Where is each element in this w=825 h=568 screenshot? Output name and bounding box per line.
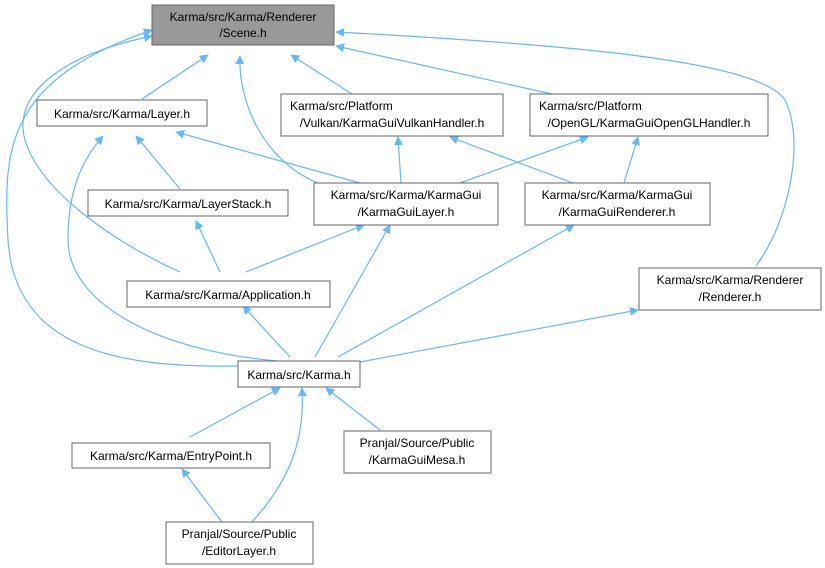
- node-guirenderer[interactable]: Karma/src/Karma/KarmaGui /KarmaGuiRender…: [524, 182, 711, 226]
- node-layerstack-line-1: Karma/src/Karma/LayerStack.h: [105, 197, 272, 211]
- edge-application-to-guilayer: [245, 223, 365, 273]
- node-karma[interactable]: Karma/src/Karma.h: [237, 360, 361, 388]
- edge-editorlayer-to-entrypoint: [181, 468, 223, 523]
- node-editorlayer[interactable]: Pranjal/Source/Public /EditorLayer.h: [165, 521, 314, 565]
- node-mesa-line-1: Pranjal/Source/Public: [360, 436, 475, 450]
- node-vulkan-line-1: Karma/src/Platform: [290, 99, 393, 113]
- node-layer[interactable]: Karma/src/Karma/Layer.h: [36, 99, 208, 127]
- node-scene-line-2: /Scene.h: [219, 26, 266, 40]
- edge-karma-to-renderer: [359, 307, 639, 363]
- edge-guilayer-to-opengl: [459, 135, 589, 184]
- node-renderer-line-1: Karma/src/Karma/Renderer: [657, 273, 804, 287]
- node-application[interactable]: Karma/src/Karma/Application.h: [126, 280, 331, 308]
- node-guirenderer-line-1: Karma/src/Karma/KarmaGui: [542, 188, 693, 202]
- edge-karma-to-guilayer: [314, 224, 391, 358]
- edge-karma-to-layer: [67, 135, 279, 362]
- node-guilayer[interactable]: Karma/src/Karma/KarmaGui /KarmaGuiLayer.…: [313, 182, 499, 226]
- node-layerstack[interactable]: Karma/src/Karma/LayerStack.h: [87, 189, 289, 217]
- edge-layerstack-to-layer: [135, 135, 181, 190]
- node-scene[interactable]: Karma/src/Karma/Renderer /Scene.h: [151, 4, 335, 46]
- node-scene-line-1: Karma/src/Karma/Renderer: [170, 10, 317, 24]
- edge-application-to-layerstack: [195, 220, 221, 273]
- node-karma-line-1: Karma/src/Karma.h: [247, 368, 350, 382]
- edge-guilayer-to-scene: [235, 55, 319, 184]
- node-renderer[interactable]: Karma/src/Karma/Renderer /Renderer.h: [638, 267, 822, 311]
- edge-karma-to-guirenderer: [337, 224, 575, 358]
- node-editorlayer-line-1: Pranjal/Source/Public: [182, 527, 297, 541]
- edge-opengl-to-scene: [335, 43, 553, 95]
- node-mesa-line-2: /KarmaGuiMesa.h: [369, 453, 466, 467]
- edge-guirenderer-to-vulkan: [449, 135, 574, 184]
- node-guirenderer-line-2: /KarmaGuiRenderer.h: [559, 205, 676, 219]
- edge-guirenderer-to-opengl: [623, 136, 640, 184]
- node-opengl-line-2: /OpenGL/KarmaGuiOpenGLHandler.h: [548, 116, 751, 130]
- edge-editorlayer-to-karma: [251, 387, 307, 523]
- edge-karma-to-application: [242, 305, 291, 358]
- node-editorlayer-line-2: /EditorLayer.h: [202, 544, 276, 558]
- node-entrypoint-line-1: Karma/src/Karma/EntryPoint.h: [90, 449, 252, 463]
- node-opengl[interactable]: Karma/src/Platform /OpenGL/KarmaGuiOpenG…: [529, 93, 769, 137]
- node-renderer-line-2: /Renderer.h: [699, 290, 762, 304]
- edge-karma-to-scene: [6, 28, 239, 367]
- edge-vulkan-to-scene: [290, 54, 353, 95]
- node-vulkan-line-2: /Vulkan/KarmaGuiVulkanHandler.h: [300, 116, 485, 130]
- node-vulkan[interactable]: Karma/src/Platform /Vulkan/KarmaGuiVulka…: [280, 93, 504, 137]
- edge-renderer-to-scene: [335, 27, 795, 267]
- edge-guilayer-to-vulkan: [394, 136, 404, 184]
- edge-mesa-to-karma: [325, 387, 381, 431]
- edge-entrypoint-to-karma: [189, 387, 281, 438]
- node-entrypoint[interactable]: Karma/src/Karma/EntryPoint.h: [71, 442, 271, 469]
- node-layer-line-1: Karma/src/Karma/Layer.h: [54, 107, 190, 121]
- node-guilayer-line-2: /KarmaGuiLayer.h: [358, 205, 455, 219]
- node-application-line-1: Karma/src/Karma/Application.h: [145, 288, 310, 302]
- edge-application-to-scene: [22, 33, 181, 273]
- node-guilayer-line-1: Karma/src/Karma/KarmaGui: [331, 188, 482, 202]
- node-mesa[interactable]: Pranjal/Source/Public /KarmaGuiMesa.h: [343, 430, 492, 474]
- edge-layer-to-scene: [141, 54, 209, 100]
- edge-guilayer-to-layer: [175, 129, 361, 184]
- node-opengl-line-1: Karma/src/Platform: [539, 99, 642, 113]
